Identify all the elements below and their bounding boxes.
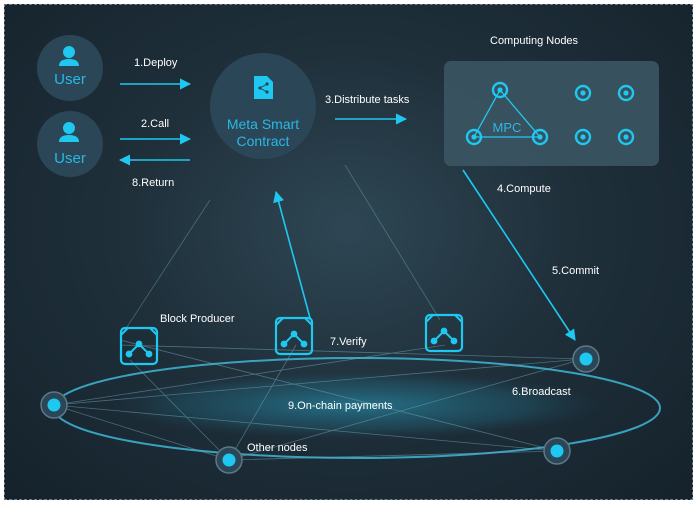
ring-node-bottom bbox=[215, 446, 243, 474]
compute-node-icon bbox=[617, 128, 635, 146]
block-producer-icon bbox=[424, 313, 464, 353]
step-commit: 5.Commit bbox=[552, 265, 600, 277]
block-producer-label: Block Producer bbox=[160, 313, 235, 325]
mpc-label: MPC bbox=[492, 120, 522, 135]
user-label-2: User bbox=[54, 150, 86, 167]
step-broadcast: 6.Broadcast bbox=[512, 386, 571, 398]
step-payments: 9.On-chain payments bbox=[288, 400, 393, 412]
step-compute: 4.Compute bbox=[497, 183, 551, 195]
compute-node-icon bbox=[617, 84, 635, 102]
meta-smart-contract-node bbox=[210, 53, 316, 159]
step-deploy: 1.Deploy bbox=[134, 57, 178, 69]
document-share-icon bbox=[254, 76, 273, 99]
other-nodes-label: Other nodes bbox=[247, 442, 308, 454]
flow-arrows bbox=[118, 78, 576, 341]
block-producer-icon bbox=[119, 326, 159, 366]
computing-nodes-panel bbox=[444, 61, 659, 166]
step-verify: 7.Verify bbox=[330, 336, 367, 348]
mpc-node-icon bbox=[465, 81, 549, 146]
step-return: 8.Return bbox=[132, 177, 175, 189]
user-node-1 bbox=[37, 35, 103, 101]
user-node-2 bbox=[37, 111, 103, 177]
step-distribute: 3.Distribute tasks bbox=[325, 94, 410, 106]
ring-node-left bbox=[40, 391, 68, 419]
user-label-1: User bbox=[54, 71, 86, 88]
ring-node-right bbox=[572, 345, 600, 373]
compute-node-icons bbox=[574, 84, 635, 146]
ring-node-right-bottom bbox=[543, 437, 571, 465]
computing-nodes-title: Computing Nodes bbox=[490, 35, 579, 47]
user-icon bbox=[59, 122, 79, 142]
step-call: 2.Call bbox=[141, 118, 170, 130]
verify-arrow bbox=[273, 190, 311, 319]
compute-commit-arrow bbox=[462, 169, 576, 341]
contract-label-line1: Meta Smart bbox=[226, 116, 300, 132]
user-icon bbox=[59, 46, 79, 66]
compute-node-icon bbox=[574, 128, 592, 146]
compute-node-icon bbox=[574, 84, 592, 102]
contract-label-line2: Contract bbox=[236, 133, 290, 149]
block-producer-icon bbox=[274, 316, 314, 356]
blockchain-ring bbox=[53, 164, 661, 461]
